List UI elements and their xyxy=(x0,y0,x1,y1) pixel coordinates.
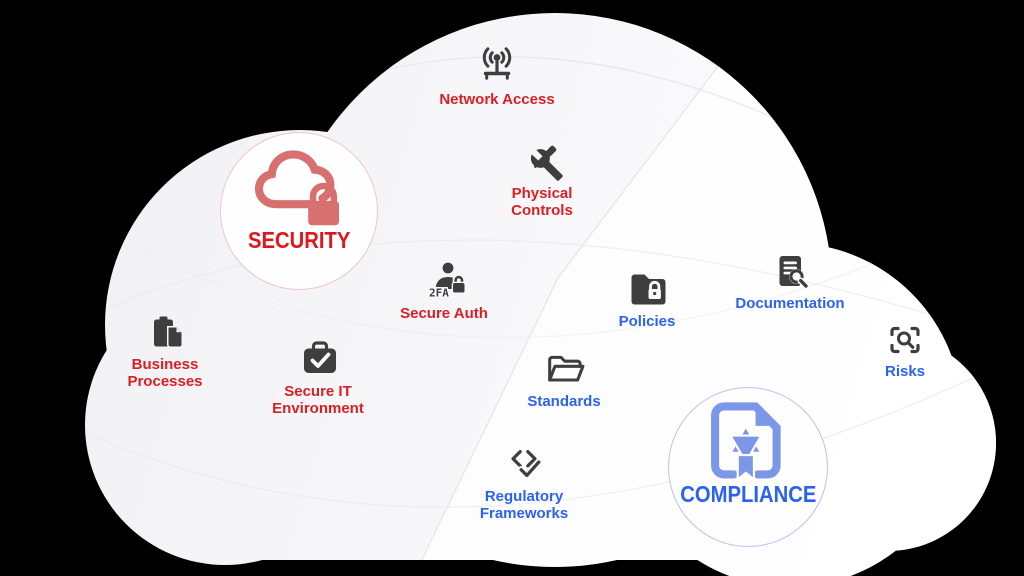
network-access-label: Network Access xyxy=(439,91,555,108)
standards-node: Standards xyxy=(504,348,624,410)
standards-label: Standards xyxy=(527,393,601,410)
compliance-title: COMPLIANCE xyxy=(679,481,817,507)
risks-node: Risks xyxy=(855,320,955,380)
code-check-icon xyxy=(503,443,545,485)
folder-open-icon xyxy=(543,348,585,390)
antenna-icon xyxy=(474,42,520,88)
cloud-lock-icon xyxy=(251,149,347,229)
compliance-hub: COMPLIANCE xyxy=(668,387,828,547)
risks-label: Risks xyxy=(884,363,926,380)
network-access-node: Network Access xyxy=(432,42,562,108)
certificate-doc-icon xyxy=(707,400,789,482)
regulatory-frameworks-node: Regulatory Frameworks xyxy=(449,443,599,522)
folder-lock-icon xyxy=(625,266,669,310)
policies-label: Policies xyxy=(618,313,676,330)
scan-search-icon xyxy=(885,320,925,360)
briefcase-check-icon xyxy=(296,336,340,380)
security-hub: SECURITY xyxy=(220,132,378,290)
policies-node: Policies xyxy=(592,266,702,330)
tools-icon xyxy=(520,138,564,182)
regulatory-frameworks-label: Regulatory Frameworks xyxy=(479,488,569,522)
documentation-label: Documentation xyxy=(735,295,845,312)
physical-controls-label: Physical Controls xyxy=(511,185,573,219)
clipboard-doc-icon xyxy=(145,313,185,353)
business-processes-node: Business Processes xyxy=(105,313,225,390)
document-search-icon xyxy=(770,252,810,292)
two-factor-badge: 2FA xyxy=(429,287,449,300)
business-processes-label: Business Processes xyxy=(127,356,203,390)
secure-auth-node: 2FA Secure Auth xyxy=(389,258,499,322)
two-factor-user-icon: 2FA xyxy=(422,258,466,302)
secure-it-environment-node: Secure IT Environment xyxy=(248,336,388,417)
security-title: SECURITY xyxy=(247,227,351,253)
physical-controls-node: Physical Controls xyxy=(487,138,597,219)
secure-auth-label: Secure Auth xyxy=(400,305,488,322)
documentation-node: Documentation xyxy=(715,252,865,312)
secure-it-environment-label: Secure IT Environment xyxy=(272,383,364,417)
